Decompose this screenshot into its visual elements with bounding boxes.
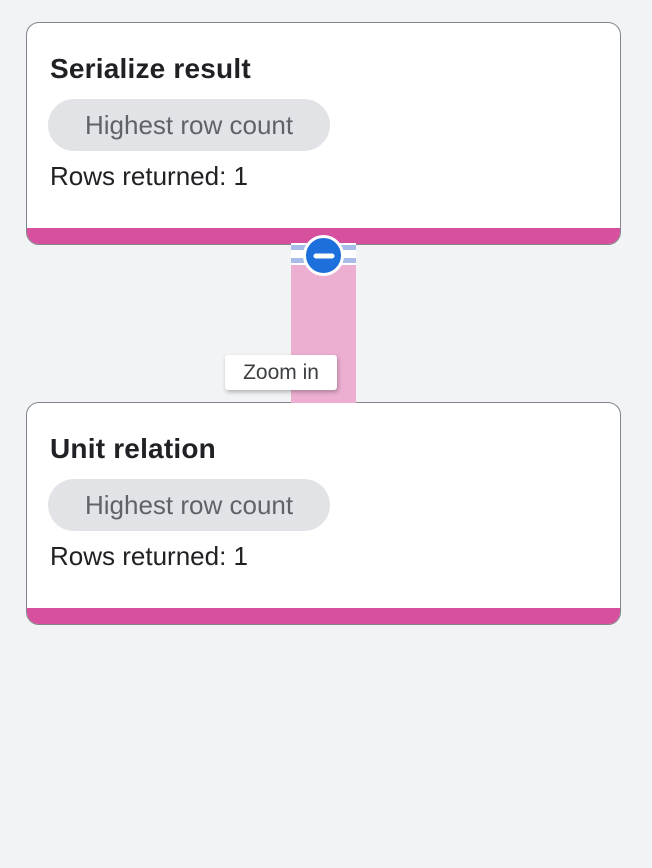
zoom-in-tooltip-label: Zoom in xyxy=(243,360,319,384)
stage-card-unit-relation[interactable]: Unit relation Highest row count Rows ret… xyxy=(26,402,621,625)
zoom-in-tooltip: Zoom in xyxy=(225,355,337,390)
stage-accent-bar xyxy=(27,608,620,624)
minus-circle-icon xyxy=(313,253,334,258)
collapse-edge-button[interactable] xyxy=(303,235,344,276)
highest-row-count-badge: Highest row count xyxy=(48,479,331,531)
stage-title: Serialize result xyxy=(50,53,251,84)
rows-returned-label: Rows returned: 1 xyxy=(50,161,248,191)
highest-row-count-badge: Highest row count xyxy=(48,99,331,151)
stage-title: Unit relation xyxy=(50,433,216,464)
stage-card-serialize-result[interactable]: Serialize result Highest row count Rows … xyxy=(26,22,621,245)
rows-returned-label: Rows returned: 1 xyxy=(50,541,248,571)
